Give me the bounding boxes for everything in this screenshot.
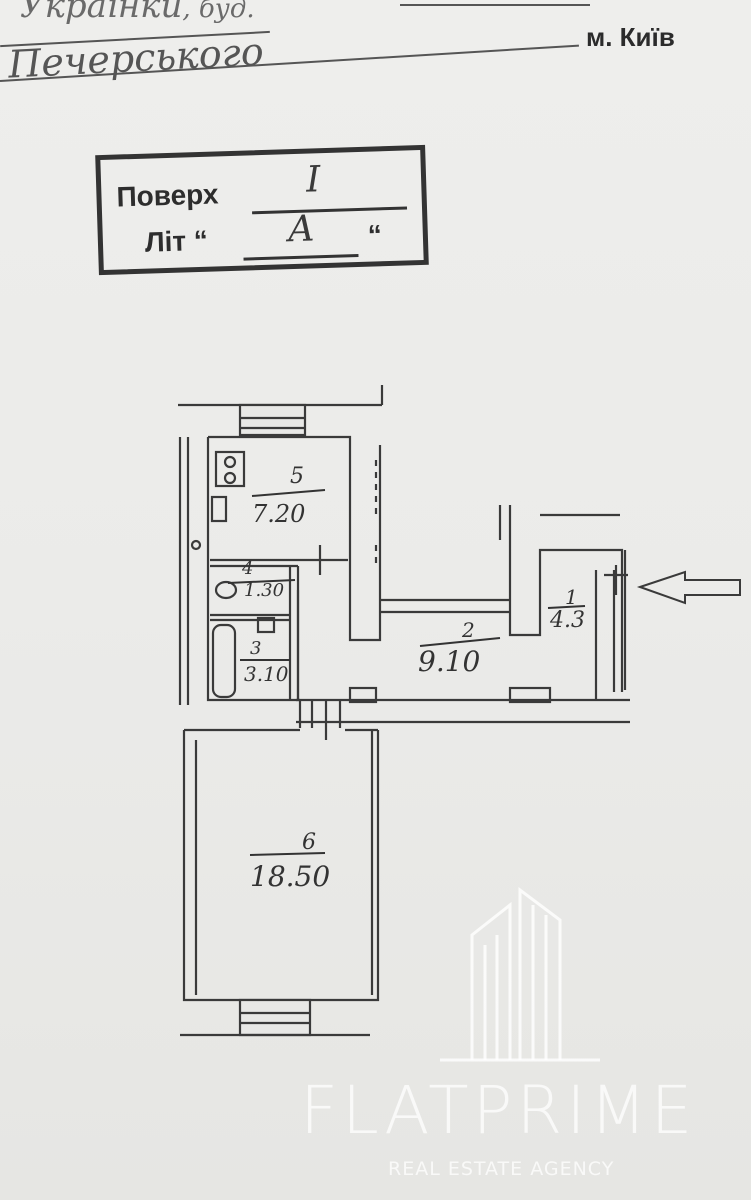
address-underline-1b bbox=[400, 4, 590, 6]
room-3-area: 3.10 bbox=[244, 662, 289, 686]
room-2-area: 9.10 bbox=[418, 645, 481, 678]
entrance-arrow-icon bbox=[636, 570, 741, 605]
window-bottom bbox=[238, 998, 312, 1037]
room-4-area: 1.30 bbox=[244, 580, 285, 601]
watermark-tagline: REAL ESTATE AGENCY bbox=[388, 1158, 615, 1180]
city-label: м. Київ bbox=[586, 22, 675, 52]
room-3-label: 3 bbox=[250, 638, 262, 659]
window-top bbox=[238, 403, 307, 437]
corridor-outline bbox=[296, 590, 510, 700]
room-4-label: 4 bbox=[242, 558, 254, 579]
room-5-label: 5 bbox=[290, 464, 304, 489]
room-1-area: 4.3 bbox=[550, 608, 585, 633]
sink-icon bbox=[210, 495, 228, 523]
bathtub-icon bbox=[211, 623, 237, 699]
kitchen-outline bbox=[208, 435, 382, 642]
room-1-label: 1 bbox=[565, 585, 578, 609]
stove-icon bbox=[214, 450, 246, 488]
toilet-icon bbox=[214, 580, 238, 600]
room-6-label: 6 bbox=[302, 830, 316, 855]
room-6-area: 18.50 bbox=[250, 860, 331, 893]
address-street: Українки, буд. bbox=[20, 0, 255, 26]
watermark-brand: FLATPRIME bbox=[300, 1072, 697, 1149]
plan-left-wall bbox=[178, 437, 190, 705]
room-2-label: 2 bbox=[462, 618, 475, 642]
room-5-area: 7.20 bbox=[252, 500, 306, 528]
